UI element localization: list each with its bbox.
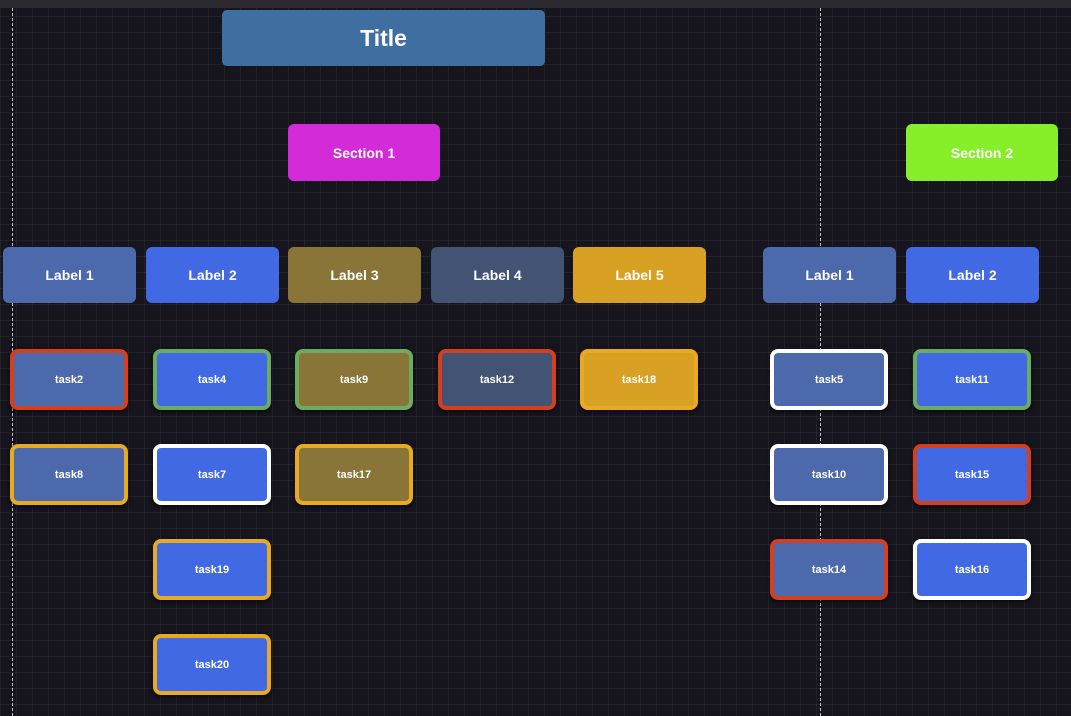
label-node[interactable]: Label 2 [906, 247, 1039, 303]
task-node[interactable]: task2 [10, 349, 128, 410]
task-node[interactable]: task12 [438, 349, 556, 410]
label-node[interactable]: Label 1 [3, 247, 136, 303]
task-node[interactable]: task10 [770, 444, 888, 505]
section-1-node[interactable]: Section 1 [288, 124, 440, 181]
task-node[interactable]: task20 [153, 634, 271, 695]
label-node[interactable]: Label 5 [573, 247, 706, 303]
task-node[interactable]: task14 [770, 539, 888, 600]
label-node[interactable]: Label 2 [146, 247, 279, 303]
label-node[interactable]: Label 4 [431, 247, 564, 303]
diagram-title: Title [222, 10, 545, 66]
top-bar [0, 0, 1071, 8]
task-node[interactable]: task17 [295, 444, 413, 505]
task-node[interactable]: task9 [295, 349, 413, 410]
task-node[interactable]: task16 [913, 539, 1031, 600]
task-node[interactable]: task18 [580, 349, 698, 410]
task-node[interactable]: task15 [913, 444, 1031, 505]
task-node[interactable]: task19 [153, 539, 271, 600]
label-node[interactable]: Label 3 [288, 247, 421, 303]
task-node[interactable]: task8 [10, 444, 128, 505]
task-node[interactable]: task4 [153, 349, 271, 410]
label-node[interactable]: Label 1 [763, 247, 896, 303]
task-node[interactable]: task7 [153, 444, 271, 505]
task-node[interactable]: task11 [913, 349, 1031, 410]
section-2-node[interactable]: Section 2 [906, 124, 1058, 181]
task-node[interactable]: task5 [770, 349, 888, 410]
